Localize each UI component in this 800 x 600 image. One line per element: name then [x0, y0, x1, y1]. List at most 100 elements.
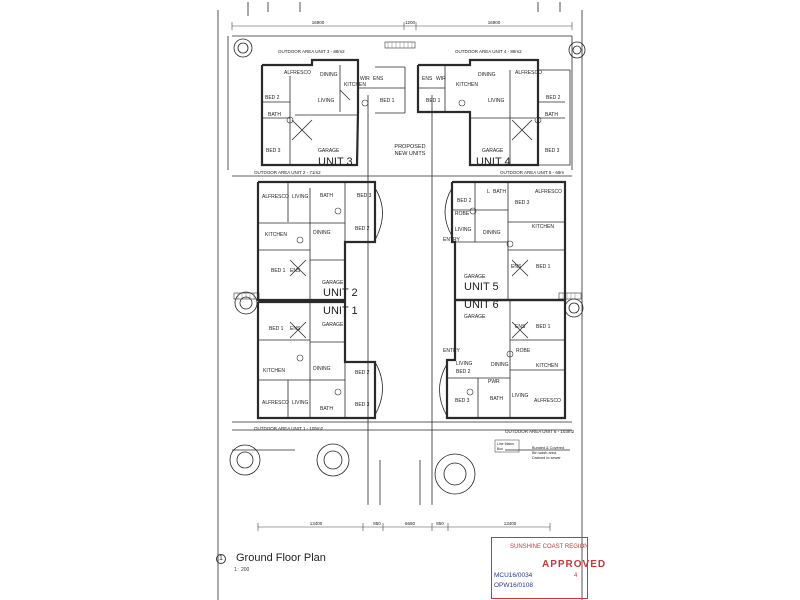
u6-garage: GARAGE — [464, 314, 486, 320]
u4-garage: GARAGE — [482, 148, 504, 154]
u5-entry: ENTRY — [443, 237, 461, 243]
u3-wir: WIR — [360, 76, 370, 82]
proposed-label: PROPOSED — [394, 144, 425, 150]
u4-alfresco: ALFRESCO — [515, 70, 542, 76]
u1-bed2: BED 2 — [355, 370, 370, 376]
u1-alfresco: ALFRESCO — [262, 400, 289, 406]
u6-alfresco: ALFRESCO — [534, 398, 561, 404]
u5-alfresco: ALFRESCO — [535, 189, 562, 195]
u6-bath: BATH — [490, 396, 503, 402]
tree-icon — [564, 298, 584, 318]
new-units-label: NEW UNITS — [395, 151, 426, 157]
u2-bed3: BED 3 — [357, 193, 372, 199]
u3-living: LIVING — [318, 98, 335, 104]
u3-kitchen: KITCHEN — [344, 82, 366, 88]
u5-garage: GARAGE — [464, 274, 486, 280]
u6-dining: DINING — [491, 362, 509, 368]
u6-living: LIVING — [456, 361, 473, 367]
outdoor-area-labels: OUTDOOR AREA UNIT 3 - 88m2 OUTDOOR AREA … — [254, 49, 575, 434]
stamp-ref-mcu: MCU16/0034 — [494, 572, 533, 579]
notes: Line Mains Box Bunded & Covered Bin wash… — [494, 439, 564, 460]
unit-3-plan: ALFRESCO DINING KITCHEN LIVING BED 2 BAT… — [260, 58, 406, 168]
u2-garage: GARAGE — [322, 280, 344, 286]
unit-1-label: UNIT 1 — [323, 305, 358, 317]
u4-bed2: BED 2 — [546, 95, 561, 101]
u6-bed2: BED 2 — [456, 369, 471, 375]
stamp-status: APPROVED — [542, 559, 607, 570]
unit-6-plan: UNIT 6 GARAGE BED 1 ENS ENTRY ROBE LIVIN… — [439, 298, 567, 420]
u1-bed3: BED 3 — [355, 402, 370, 408]
outdoor-label-unit6: OUTDOOR AREA UNIT 6 - 103m2 — [505, 429, 575, 434]
u2-living: LIVING — [292, 194, 309, 200]
unit-1-plan: UNIT 1 GARAGE BED 1 ENS DINING KITCHEN B… — [256, 300, 383, 420]
u3-bath: BATH — [268, 112, 281, 118]
u6-bed3: BED 3 — [455, 398, 470, 404]
tree-icon — [568, 41, 586, 59]
u1-bed1: BED 1 — [269, 326, 284, 332]
u4-kitchen: KITCHEN — [456, 82, 478, 88]
fence-hatching — [233, 41, 582, 300]
unit-4-label: UNIT 4 — [476, 156, 511, 168]
stamp-number: 4 — [574, 573, 578, 579]
line-note-1: Line Mains — [497, 442, 514, 446]
u4-bath: BATH — [545, 112, 558, 118]
u3-dining: DINING — [320, 72, 338, 78]
title-block: 1 Ground Floor Plan 1 : 200 — [216, 540, 326, 600]
line-note-2: Box — [497, 447, 503, 451]
dim-bottom-2: 850 — [373, 521, 381, 526]
unit-3-label: UNIT 3 — [318, 156, 353, 168]
u1-kitchen: KITCHEN — [263, 368, 285, 374]
u2-dining: DINING — [313, 230, 331, 236]
dim-bottom-1: 13400 — [310, 521, 323, 526]
u6-ens: ENS — [515, 324, 526, 330]
u5-l: L — [487, 189, 490, 195]
top-dimensions: 16900 1200 16900 — [231, 20, 573, 30]
u6-kitchen: KITCHEN — [536, 363, 558, 369]
u6-entry: ENTRY — [443, 348, 461, 354]
u1-dining: DINING — [313, 366, 331, 372]
u6-bed1: BED 1 — [536, 324, 551, 330]
u5-bed2: BED 2 — [457, 198, 472, 204]
u5-ens: ENS — [511, 264, 522, 270]
dim-bottom-3: 6680 — [405, 521, 416, 526]
bin-note-1: Bunded & Covered — [532, 446, 564, 450]
u4-bed3: BED 3 — [545, 148, 560, 154]
unit-2-plan: ALFRESCO LIVING BATH BED 3 DINING BED 2 … — [256, 180, 383, 302]
u2-alfresco: ALFRESCO — [262, 194, 289, 200]
outdoor-label-unit2: OUTDOOR AREA UNIT 2 - 71m2 — [254, 170, 321, 175]
dim-top-right: 16900 — [488, 20, 501, 25]
u2-bed2: BED 2 — [355, 226, 370, 232]
u5-bath: BATH — [493, 189, 506, 195]
dim-bottom-5: 13400 — [504, 521, 517, 526]
drawing-title: Ground Floor Plan — [236, 552, 326, 564]
unit-2-label: UNIT 2 — [323, 287, 358, 299]
outdoor-label-unit5: OUTDOOR AREA UNIT 5 - 69m — [500, 170, 564, 175]
tree-icon — [434, 453, 476, 495]
stamp-council: SUNSHINE COAST REGION — [510, 544, 589, 550]
u3-bed3: BED 3 — [266, 148, 281, 154]
outdoor-label-unit3: OUTDOOR AREA UNIT 3 - 88m2 — [278, 49, 345, 54]
u4-bed1: BED 1 — [426, 98, 441, 104]
u4-ens: ENS — [422, 76, 433, 82]
unit-6-label: UNIT 6 — [464, 299, 499, 311]
bin-note-3: Drained to sewer — [532, 456, 561, 460]
dim-top-mid: 1200 — [405, 20, 416, 25]
tree-icon — [229, 444, 261, 476]
u6-robe: ROBE — [516, 348, 531, 354]
u1-living: LIVING — [292, 400, 309, 406]
u3-garage: GARAGE — [318, 148, 340, 154]
bottom-dimensions: 13400 850 6680 850 13400 — [257, 521, 551, 531]
u5-robe: ROBE — [455, 211, 470, 217]
tree-icon — [316, 443, 350, 477]
tree-icon — [233, 38, 253, 58]
u3-ens: ENS — [373, 76, 384, 82]
bin-note-2: Bin wash area — [532, 451, 557, 455]
unit-4-plan: ALFRESCO DINING KITCHEN LIVING BED 2 BAT… — [416, 58, 571, 168]
u4-dining: DINING — [478, 72, 496, 78]
drawing-number: 1 — [216, 554, 226, 564]
u1-ens: ENS — [290, 326, 301, 332]
u3-bed1: BED 1 — [380, 98, 395, 104]
u2-bath: BATH — [320, 193, 333, 199]
dim-top-left: 16900 — [312, 20, 325, 25]
